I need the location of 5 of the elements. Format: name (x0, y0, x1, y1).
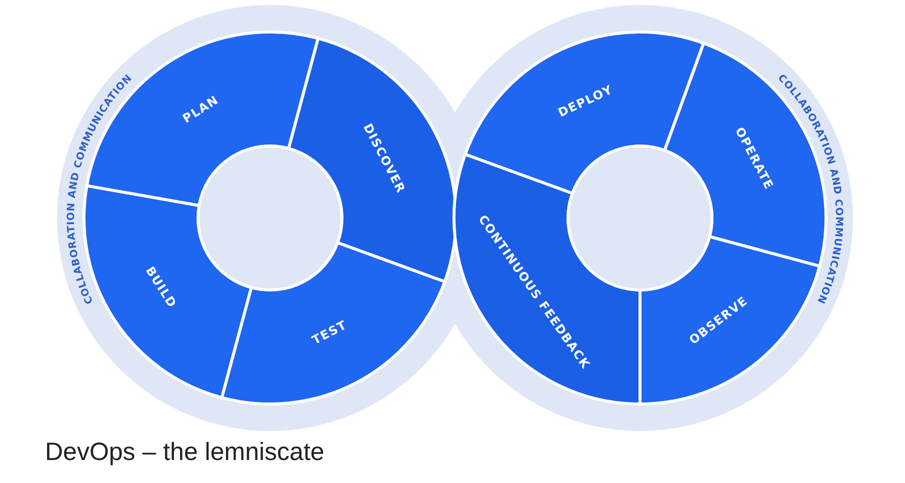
loop-segment (452, 152, 642, 406)
caption: DevOps – the lemniscate (45, 438, 324, 467)
loop-segment (464, 30, 706, 195)
loop-segment (287, 36, 458, 284)
loop-segment (220, 241, 446, 406)
